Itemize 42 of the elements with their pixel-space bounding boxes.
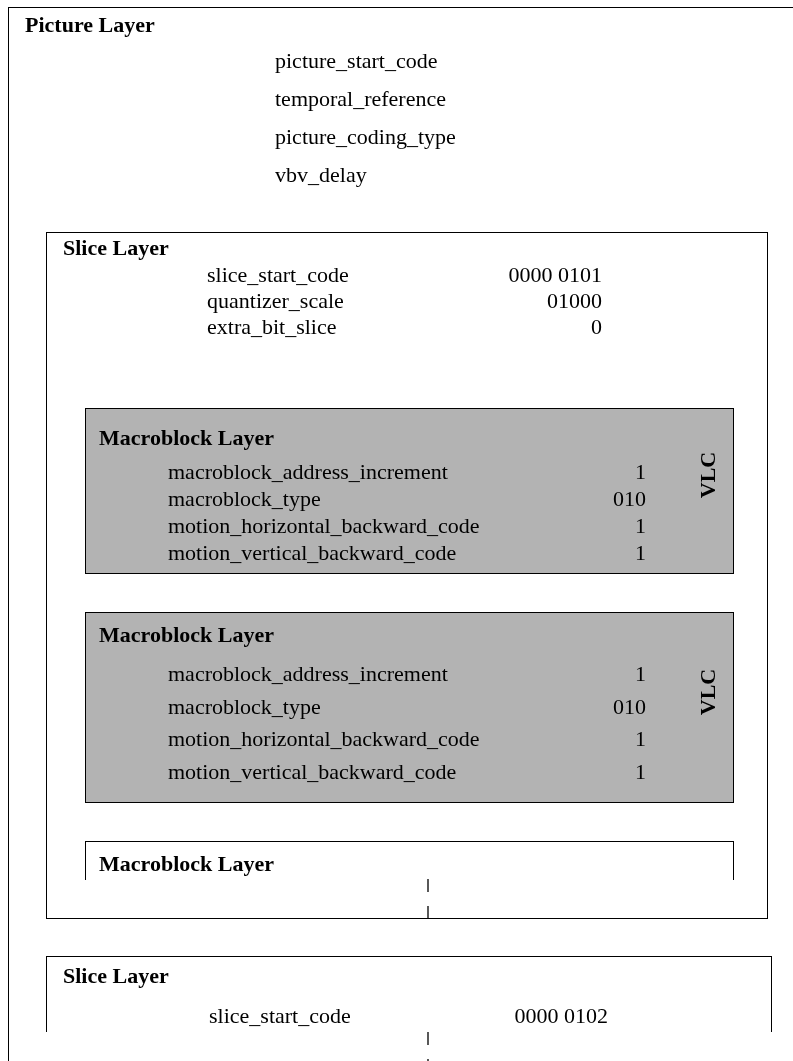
layer-title: Picture Layer [25, 12, 155, 38]
field-name: picture_coding_type [275, 124, 456, 150]
field-value: 0000 0102 [514, 1003, 608, 1029]
field-name: motion_horizontal_backward_code [168, 513, 480, 539]
vertical-label: VLC [695, 668, 722, 715]
field-name: motion_vertical_backward_code [168, 758, 457, 785]
field-name: motion_horizontal_backward_code [168, 726, 480, 752]
field-name: extra_bit_slice [207, 314, 337, 340]
field-value: 1 [635, 726, 646, 752]
field-name: temporal_reference [275, 86, 446, 112]
field-value: 1 [635, 661, 646, 687]
layer-title: Macroblock Layer [99, 425, 274, 451]
field-value: 010 [613, 486, 646, 512]
layer-frame [85, 841, 734, 880]
field-name: macroblock_address_increment [168, 661, 448, 687]
field-value: 010 [613, 693, 646, 720]
field-name: motion_vertical_backward_code [168, 540, 457, 566]
layer-title: Slice Layer [63, 963, 169, 989]
field-value: 1 [635, 540, 646, 566]
field-name: macroblock_address_increment [168, 459, 448, 485]
field-name: picture_start_code [275, 48, 438, 74]
macroblock-panel [85, 408, 734, 574]
field-value: 0 [591, 314, 602, 340]
field-name: macroblock_type [168, 486, 321, 512]
layer-title: Macroblock Layer [99, 622, 274, 648]
layer-title: Macroblock Layer [99, 851, 274, 877]
field-name: macroblock_type [168, 693, 321, 720]
field-name: quantizer_scale [207, 288, 344, 314]
layer-frame [46, 956, 772, 1032]
field-value: 1 [635, 758, 646, 785]
macroblock-panel [85, 612, 734, 803]
field-value: 0000 0101 [508, 262, 602, 288]
field-value: 1 [635, 459, 646, 485]
layer-frame [8, 7, 793, 1061]
field-name: slice_start_code [207, 262, 349, 288]
field-value: 1 [635, 513, 646, 539]
vertical-label: VLC [695, 451, 722, 499]
layer-title: Slice Layer [63, 235, 169, 261]
field-name: vbv_delay [275, 162, 367, 188]
layer-frame [46, 232, 768, 919]
field-name: slice_start_code [209, 1003, 351, 1029]
field-value: 01000 [547, 288, 602, 314]
